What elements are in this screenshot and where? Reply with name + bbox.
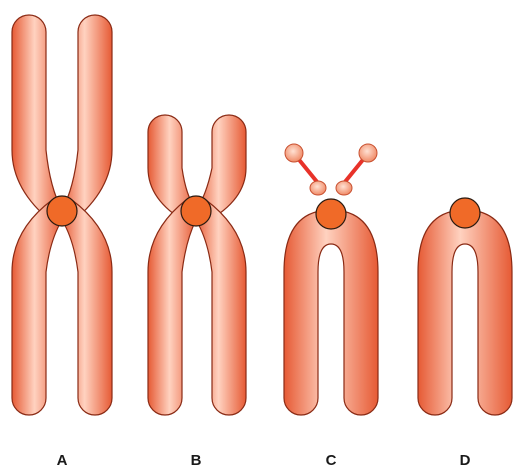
label-d: D <box>445 452 485 469</box>
chromosome-b <box>148 115 246 415</box>
label-c: C <box>311 452 351 469</box>
chromosome-c-satellite-left <box>285 144 303 162</box>
chromosome-b-lower-left-arm <box>148 200 196 415</box>
chromosome-c-long-arms <box>284 210 378 415</box>
chromosome-a-centromere <box>47 196 77 226</box>
chromosome-a-upper-left-arm <box>12 15 62 222</box>
label-b: B <box>176 452 216 469</box>
chromosome-a-lower-right-arm <box>62 200 112 415</box>
chromosome-a-lower-left-arm <box>12 200 62 415</box>
chromosome-c-short-arm-right <box>336 181 352 195</box>
chromosome-c-centromere <box>316 199 346 229</box>
chromosome-c-satellite-right <box>359 144 377 162</box>
chromosome-b-lower-right-arm <box>196 200 246 415</box>
chromosome-b-centromere <box>181 196 211 226</box>
label-a: A <box>42 452 82 469</box>
chromosome-c-short-arm-left <box>310 181 326 195</box>
chromosome-c <box>284 144 378 415</box>
chromosome-a-upper-right-arm <box>62 15 112 222</box>
chromosome-a <box>12 15 112 415</box>
chromosome-d-centromere <box>450 198 480 228</box>
chromosome-d-arms <box>418 210 512 415</box>
chromosome-d <box>418 198 512 415</box>
